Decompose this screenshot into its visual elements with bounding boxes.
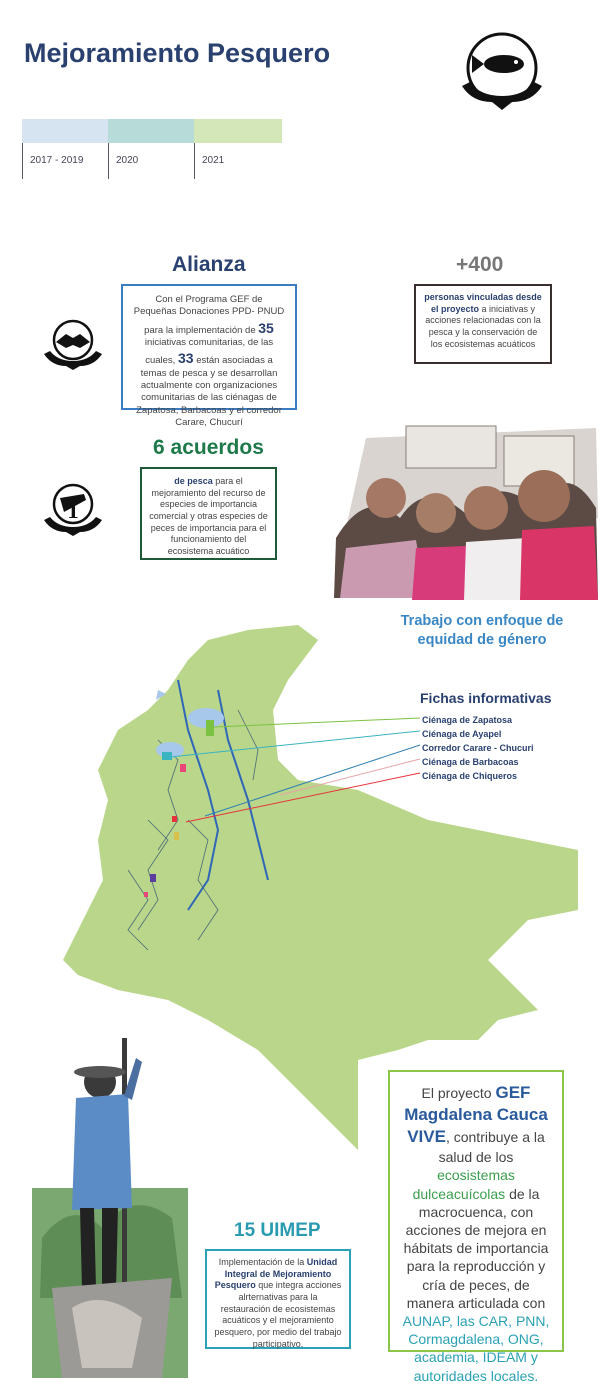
timeline-bar-2017 xyxy=(22,119,108,143)
timeline-label: 2017 - 2019 xyxy=(30,155,84,166)
fichas-list: Ciénaga de Zapatosa Ciénaga de Ayapel Co… xyxy=(422,713,534,783)
gef-text-3: de la macrocuenca, con acciones de mejor… xyxy=(403,1185,549,1311)
uimep-text-1: Implementación de la xyxy=(218,1257,305,1267)
ficha-barbacoas[interactable]: Ciénaga de Barbacoas xyxy=(422,757,519,767)
uimep-text: que integra acciones alrternativas para … xyxy=(214,1280,342,1349)
genero-caption: Trabajo con enfoque de equidad de género xyxy=(400,613,564,648)
agreement-hands-icon: 1 xyxy=(42,482,104,536)
gef-text-block: El proyecto GEF Magdalena Cauca VIVE, co… xyxy=(398,1082,554,1385)
acuerdos-text: para el mejoramiento del recurso de espe… xyxy=(149,476,268,557)
uimep-title: 15 UIMEP xyxy=(234,1220,321,1241)
fisherman-photo-icon xyxy=(32,1038,188,1384)
colombia-map xyxy=(58,620,580,1150)
timeline-tick xyxy=(108,143,109,179)
timeline-bar-2021 xyxy=(194,119,282,143)
personas-box: personas vinculadas desde el proyecto a … xyxy=(414,284,552,364)
gef-project-name: GEF Magdalena Cauca VIVE xyxy=(404,1083,548,1147)
svg-text:1: 1 xyxy=(67,502,80,523)
gef-text-2: , contribuye a la salud de los xyxy=(438,1129,545,1166)
fish-hands-icon xyxy=(458,30,546,116)
uimep-text-bold: Unidad Integral de Mejoramiento Pesquero xyxy=(214,1257,338,1291)
timeline-label: 2020 xyxy=(116,155,139,166)
alianza-number-33: 33 xyxy=(177,350,194,367)
page-title: Mejoramiento Pesquero xyxy=(24,38,331,68)
acuerdos-title: 6 acuerdos xyxy=(153,436,264,459)
fichas-title: Fichas informativas xyxy=(420,690,552,706)
gef-box: El proyecto GEF Magdalena Cauca VIVE, co… xyxy=(388,1070,564,1384)
handshake-icon xyxy=(42,318,104,370)
alianza-text-1: Con el Programa GEF de Pequeñas Donacion… xyxy=(133,294,285,336)
timeline-bar-2020 xyxy=(108,119,194,143)
uimep-box: Implementación de la Unidad Integral de … xyxy=(205,1249,351,1349)
alianza-text-2: iniciativas comunitarias, de las cuales, xyxy=(144,337,274,367)
ficha-chiqueros[interactable]: Ciénaga de Chiqueros xyxy=(422,771,518,781)
personas-text: a iniciativas y acciones relacionadas co… xyxy=(425,303,541,349)
timeline-tick xyxy=(194,143,195,179)
ficha-zapatosa[interactable]: Ciénaga de Zapatosa xyxy=(422,715,513,725)
ficha-ayapel[interactable]: Ciénaga de Ayapel xyxy=(422,729,502,739)
women-group-photo-icon xyxy=(326,418,600,608)
acuerdos-text-bold: de pesca xyxy=(174,476,213,486)
personas-text-bold: personas vinculadas desde el proyecto xyxy=(424,292,542,314)
alianza-box: Con el Programa GEF de Pequeñas Donacion… xyxy=(121,284,297,428)
gef-text-1: El proyecto xyxy=(421,1085,492,1101)
personas-title: +400 xyxy=(456,253,504,276)
gef-highlight-ecosistemas: ecosistemas dulceacuícolas xyxy=(412,1167,515,1202)
alianza-title: Alianza xyxy=(172,253,246,276)
timeline-label: 2021 xyxy=(202,155,225,166)
gef-highlight-partners: AUNAP, las CAR, PNN, Cormagdalena, ONG, … xyxy=(402,1312,550,1384)
alianza-number-35: 35 xyxy=(258,319,274,336)
acuerdos-box: de pesca para el mejoramiento del recurs… xyxy=(140,467,277,560)
alianza-text-3: están asociadas a temas de pesca y se de… xyxy=(136,355,282,429)
timeline-tick xyxy=(22,143,23,179)
ficha-carare-chucuri[interactable]: Corredor Carare - Chucuri xyxy=(422,743,534,753)
